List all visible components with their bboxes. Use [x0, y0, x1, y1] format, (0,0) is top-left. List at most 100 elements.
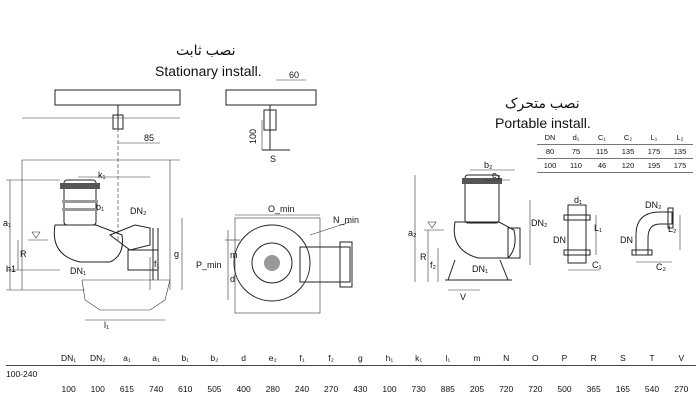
header-cell: O — [520, 350, 550, 366]
cell: 135 — [667, 144, 693, 159]
label-m: m — [230, 250, 238, 260]
cell: 100 — [537, 158, 563, 173]
label-a2: a₂ — [408, 228, 417, 238]
value-cell: 365 — [586, 383, 601, 394]
elbow-coupling-detail: DN₂ DN L₂ C₂ — [620, 200, 681, 272]
value-cell: 720 — [528, 383, 543, 394]
stationary-caption-fa: نصب ثابت — [176, 42, 235, 58]
label-l2: L₂ — [668, 224, 677, 234]
header-cell: k₁ — [404, 350, 434, 366]
header-cell: V — [666, 350, 696, 366]
cell: 110 — [563, 158, 589, 173]
label-dn1: DN₁ — [70, 266, 86, 276]
header-cell: N — [491, 350, 521, 366]
header-cell: f₂ — [316, 350, 346, 366]
cell: 175 — [667, 158, 693, 173]
label-f2: f₂ — [430, 260, 437, 270]
header-cell: L₁ — [641, 131, 667, 145]
header-cell: T — [637, 350, 667, 366]
header-cell: C₁ — [589, 131, 615, 145]
value-cell: 720 — [499, 383, 514, 394]
label-dn2-elbow: DN₂ — [645, 200, 662, 210]
header-cell: e₂ — [258, 350, 288, 366]
size-label-row: 100-240 — [6, 366, 696, 382]
header-cell: P — [549, 350, 580, 366]
header-cell: m — [462, 350, 492, 366]
header-cell: b₂ — [199, 350, 230, 366]
value-cell: 165 — [615, 383, 630, 394]
value-cell: 400 — [236, 383, 251, 394]
header-cell: d — [229, 350, 259, 366]
stationary-caption-en: Stationary install. — [155, 63, 262, 79]
value-cell: 430 — [353, 383, 368, 394]
header-cell: S — [608, 350, 638, 366]
stationary-top-plate: 85 — [22, 89, 181, 240]
cell: 115 — [589, 144, 615, 159]
rail-detail: 60 100 S — [225, 70, 317, 164]
dimensions-value-row: 100 100 615 740 610 505 400 280 240 270 … — [6, 381, 696, 396]
cell: 46 — [589, 158, 615, 173]
header-cell: C₂ — [615, 131, 641, 145]
table-row: 80 75 115 135 175 135 — [537, 144, 693, 159]
label-s: S — [270, 154, 276, 164]
label-k1: k₁ — [98, 170, 106, 180]
header-cell: b₁ — [170, 350, 200, 366]
portable-side-view: b₂ e₂ DN₂ a₂ R f₂ DN₁ V — [408, 160, 548, 302]
cell: 120 — [615, 158, 641, 173]
header-cell: d₁ — [563, 131, 589, 145]
header-cell: a₁ — [112, 350, 142, 366]
value-cell: 615 — [119, 383, 135, 394]
cell: 195 — [641, 158, 667, 173]
label-d1: d₁ — [574, 195, 582, 205]
label-b1: b₁ — [96, 202, 104, 212]
value-cell: 270 — [674, 383, 689, 394]
label-dn-elbow: DN — [620, 235, 633, 245]
cell: 80 — [537, 144, 563, 159]
value-cell: 610 — [178, 383, 193, 394]
label-v: V — [460, 292, 466, 302]
size-label: 100-240 — [6, 368, 38, 379]
label-dn2: DN₂ — [130, 206, 147, 216]
cell: 135 — [615, 144, 641, 159]
value-cell: 540 — [644, 383, 660, 394]
dim-60: 60 — [289, 70, 299, 80]
value-cell: 730 — [411, 383, 426, 394]
label-e2: e₂ — [492, 170, 501, 180]
dim-100: 100 — [248, 129, 258, 144]
header-cell: a₁ — [141, 350, 171, 366]
value-cell: 240 — [294, 383, 310, 394]
cell: 75 — [563, 144, 589, 159]
dim-85: 85 — [144, 133, 154, 143]
label-h1: h1 — [6, 264, 16, 274]
size-spacer — [6, 350, 54, 366]
table-row: 100 110 46 120 195 175 — [537, 158, 693, 173]
label-dn: DN — [553, 235, 566, 245]
value-cell: 100 — [61, 383, 76, 394]
header-cell: f₁ — [287, 350, 317, 366]
label-dn1: DN₁ — [472, 264, 488, 274]
value-cell: 500 — [557, 383, 572, 394]
portable-table-header: DN d₁ C₁ C₂ L₁ L₂ — [537, 131, 693, 145]
label-c1: C₁ — [592, 260, 602, 270]
label-dn2: DN₂ — [531, 218, 548, 228]
label-b2: b₂ — [484, 160, 493, 170]
value-cell: 205 — [469, 383, 485, 394]
value-cell: 280 — [265, 383, 280, 394]
header-cell: g — [345, 350, 375, 366]
cell: 175 — [641, 144, 667, 159]
header-cell: R — [579, 350, 609, 366]
label-p-min: P_min — [196, 260, 222, 270]
header-cell: DN₁ — [54, 350, 84, 366]
portable-caption-en: Portable install. — [495, 115, 591, 131]
label-c2: C₂ — [656, 262, 666, 272]
value-cell: 100 — [90, 383, 105, 394]
header-cell: DN₂ — [83, 350, 113, 366]
label-r: R — [20, 249, 27, 259]
label-o-min: O_min — [268, 204, 295, 214]
value-cell: 270 — [324, 383, 339, 394]
value-cell: 100 — [382, 383, 397, 394]
value-cell: 740 — [149, 383, 164, 394]
label-l1: L₁ — [594, 223, 602, 233]
header-cell: l₁ — [433, 350, 463, 366]
